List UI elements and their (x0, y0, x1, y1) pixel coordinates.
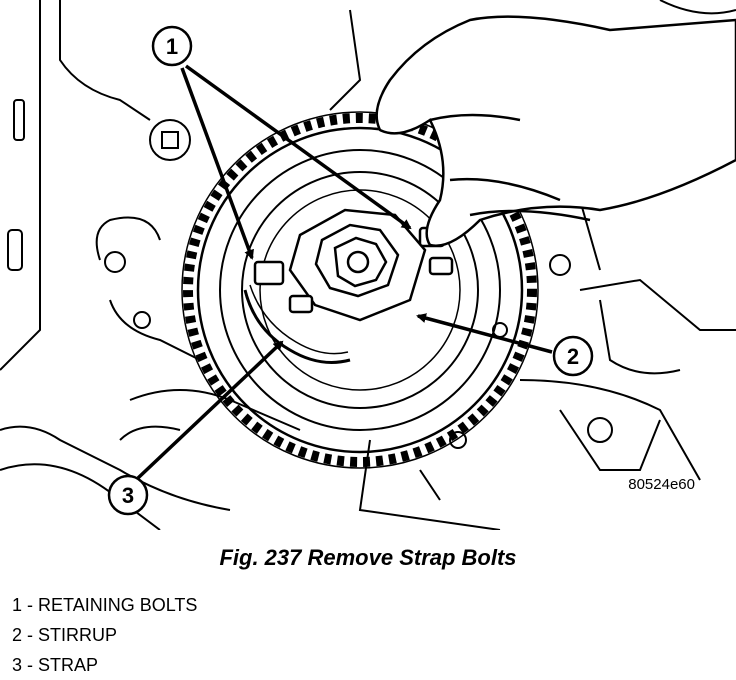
legend-text: STIRRUP (38, 625, 118, 645)
legend-number: 1 (12, 595, 23, 615)
svg-text:1: 1 (166, 34, 178, 59)
legend-number: 3 (12, 655, 23, 675)
legend-text: STRAP (38, 655, 99, 675)
legend-separator: - (27, 595, 34, 615)
differential-hub (253, 208, 454, 322)
ring-gear (181, 111, 539, 469)
legend-text: RETAINING BOLTS (38, 595, 198, 615)
legend-item: 1 - RETAINING BOLTS (12, 590, 197, 620)
technician-hand (375, 15, 736, 247)
legend-separator: - (27, 655, 34, 675)
callout-3-leader (136, 340, 284, 480)
figure-caption: Fig. 237 Remove Strap Bolts (219, 545, 517, 570)
legend-item: 2 - STIRRUP (12, 620, 197, 650)
svg-text:3: 3 (122, 483, 134, 508)
callout-1: 1 (151, 25, 193, 67)
svg-text:2: 2 (567, 344, 579, 369)
legend-item: 3 - STRAP (12, 650, 197, 680)
strap-bolt-removal-illustration: 1 2 3 80524e60 (0, 0, 736, 530)
legend-number: 2 (12, 625, 23, 645)
legend-separator: - (27, 625, 34, 645)
callout-1-leaders (180, 64, 412, 260)
strap (243, 284, 351, 364)
callout-2-leader (416, 313, 553, 354)
legend: 1 - RETAINING BOLTS 2 - STIRRUP 3 - STRA… (12, 590, 197, 680)
callout-3: 3 (107, 474, 149, 516)
callout-2: 2 (552, 335, 594, 377)
drawing-code: 80524e60 (628, 476, 695, 493)
